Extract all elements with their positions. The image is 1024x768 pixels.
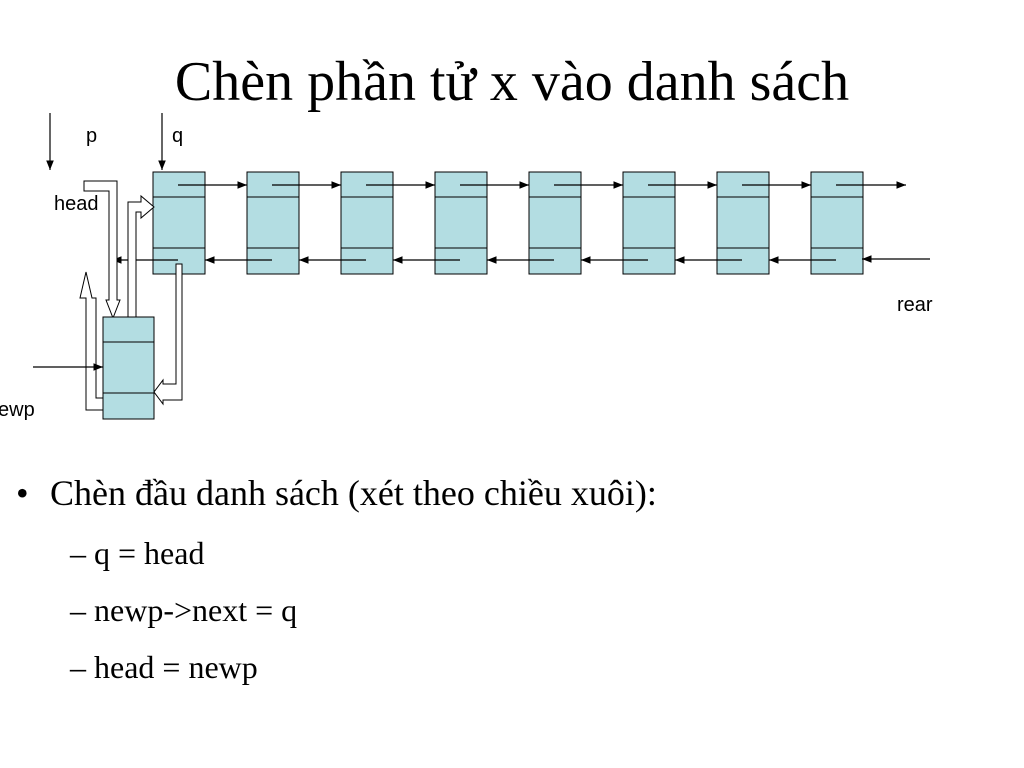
newp-label: ewp xyxy=(0,399,35,421)
dash-1: – xyxy=(70,535,86,571)
bullet-dot: • xyxy=(16,473,29,513)
list-node xyxy=(716,171,770,275)
head-to-newp-block-arrow xyxy=(83,180,121,320)
dash-3: – xyxy=(70,649,86,685)
main-bullet: • Chèn đầu danh sách (xét theo chiều xuôi… xyxy=(16,470,657,516)
list-node xyxy=(246,171,300,275)
p-label: p xyxy=(86,125,97,147)
list-node xyxy=(528,171,582,275)
step-item-1: –q = head xyxy=(70,533,204,573)
step-text-2: newp->next = q xyxy=(94,592,298,628)
step-text-3: head = newp xyxy=(94,649,258,685)
newp-node xyxy=(102,316,155,420)
step-item-2: –newp->next = q xyxy=(70,590,297,630)
slide-title: Chèn phần tử x vào danh sách xyxy=(174,51,850,113)
q-label: q xyxy=(172,125,183,147)
list-node xyxy=(622,171,676,275)
list-node xyxy=(810,171,864,275)
step-item-3: –head = newp xyxy=(70,647,258,687)
first-prev-block-arrow xyxy=(153,263,183,406)
dash-2: – xyxy=(70,592,86,628)
main-bullet-text: Chèn đầu danh sách (xét theo chiều xuôi)… xyxy=(50,473,657,513)
newp-up-block-arrow xyxy=(79,271,111,411)
newp-next-block-arrow xyxy=(127,194,155,335)
list-node xyxy=(340,171,394,275)
rear-label: rear xyxy=(897,294,933,316)
list-node xyxy=(152,171,206,275)
head-label: head xyxy=(54,193,99,215)
step-text-1: q = head xyxy=(94,535,205,571)
linked-list-diagram: p q head rear ewp xyxy=(0,113,933,421)
list-node xyxy=(434,171,488,275)
